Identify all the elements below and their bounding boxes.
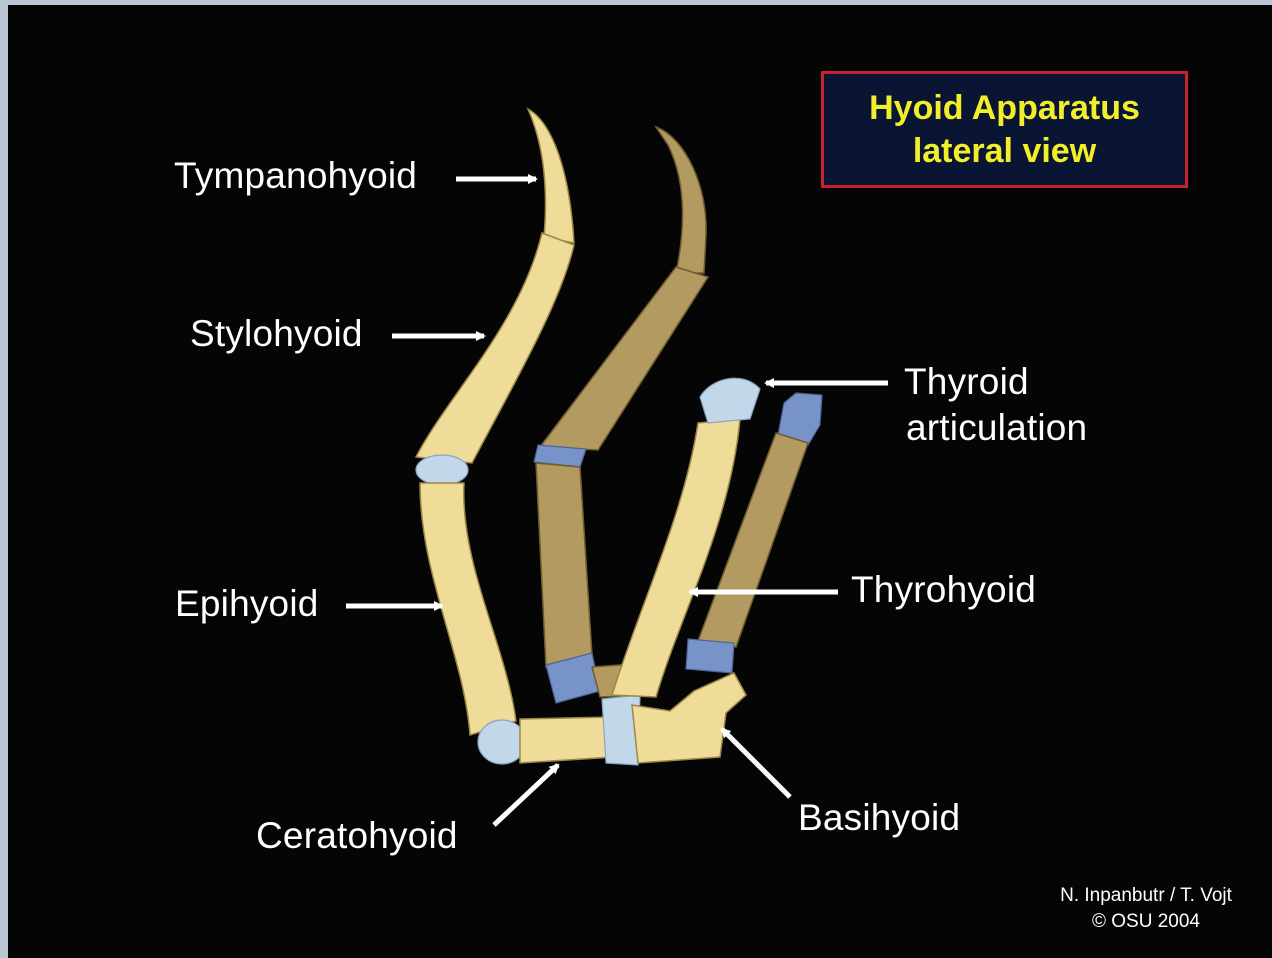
stylo-epihyoid-joint xyxy=(416,455,468,485)
label-thyroid-line-1: Thyroid xyxy=(904,361,1029,403)
title-line-2: lateral view xyxy=(913,130,1096,173)
title-line-1: Hyoid Apparatus xyxy=(869,87,1140,130)
label-ceratohyoid: Ceratohyoid xyxy=(256,815,458,857)
epihyoid-bone xyxy=(420,483,516,735)
credit: N. Inpanbutr / T. Vojt © OSU 2004 xyxy=(1036,883,1256,935)
label-epihyoid: Epihyoid xyxy=(175,583,319,625)
ceratohyoid-bone xyxy=(520,717,614,763)
thyroid-articulation-cartilage xyxy=(700,378,760,423)
stylohyoid-bone xyxy=(416,233,574,463)
credit-line-2: © OSU 2004 xyxy=(1036,909,1256,935)
far-stylohyoid xyxy=(540,267,708,450)
title-box: Hyoid Apparatus lateral view xyxy=(821,71,1188,188)
credit-line-1: N. Inpanbutr / T. Vojt xyxy=(1036,883,1256,909)
slide: Hyoid Apparatus lateral view Tympanohyoi… xyxy=(8,5,1272,958)
label-tympanohyoid: Tympanohyoid xyxy=(174,155,417,197)
label-stylohyoid: Stylohyoid xyxy=(190,313,363,355)
far-tympanohyoid xyxy=(656,127,706,273)
far-epihyoid xyxy=(536,463,592,667)
tympanohyoid-bone xyxy=(528,109,574,243)
far-thyrohyoid-joint xyxy=(686,639,734,673)
label-thyroid-line-2: articulation xyxy=(906,407,1087,449)
label-basihyoid: Basihyoid xyxy=(798,797,960,839)
label-thyrohyoid: Thyrohyoid xyxy=(851,569,1036,611)
ceratohyoid-arrow xyxy=(494,765,558,825)
epi-ceratohyoid-joint xyxy=(478,720,526,764)
basihyoid-arrow xyxy=(722,729,790,797)
